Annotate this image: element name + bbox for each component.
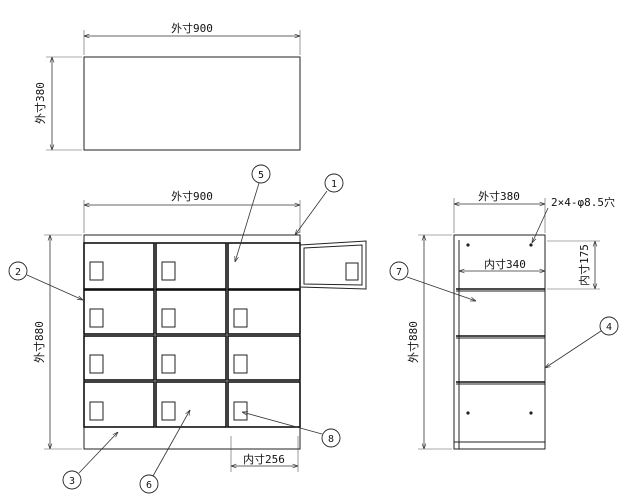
- hole-top-right: [529, 243, 533, 247]
- side-inner-height-label: 内寸175: [577, 244, 591, 286]
- callout-2-label: 2: [15, 267, 21, 278]
- front-width-label: 外寸900: [171, 189, 213, 203]
- door-handles: [89, 261, 248, 421]
- callout-4-leader: [545, 330, 602, 368]
- callout-8-bubble: [321, 428, 341, 448]
- open-door-inner: [303, 244, 363, 286]
- door-r3c2: [155, 335, 227, 381]
- hole-bottom-right: [529, 411, 533, 415]
- callout-4-label: 4: [606, 322, 612, 333]
- top-width-label: 外寸900: [171, 21, 213, 35]
- door-r2c1: [83, 289, 155, 335]
- callout-3-label: 3: [69, 476, 75, 487]
- callout-5-leader: [235, 182, 260, 262]
- callout-5-label: 5: [258, 170, 264, 181]
- callout-7-label: 7: [396, 267, 402, 278]
- door-r4c2: [155, 381, 227, 428]
- handle-r3c1: [89, 354, 104, 374]
- front-base: [83, 426, 301, 450]
- callout-1-label: 1: [331, 179, 337, 190]
- top-view-outline: [83, 56, 301, 151]
- hole-top-left: [466, 243, 470, 247]
- callout-1-bubble: [324, 173, 344, 193]
- callout-1-leader: [295, 190, 328, 235]
- callout-6-bubble: [139, 474, 159, 494]
- callout-6-leader: [152, 410, 190, 477]
- front-top-panel: [83, 234, 301, 244]
- handle-r4c2: [161, 401, 176, 421]
- open-door-handle: [345, 262, 359, 281]
- side-inner-width-label: 内寸340: [484, 257, 526, 271]
- side-height-label: 外寸880: [406, 321, 420, 363]
- handle-r2c1: [89, 308, 104, 328]
- callout-8-label: 8: [328, 434, 334, 445]
- door-grid: [83, 242, 301, 428]
- handle-r4c3: [233, 401, 248, 421]
- door-r3c3: [227, 335, 301, 381]
- top-depth-label: 外寸380: [33, 82, 47, 124]
- callout-2-bubble: [8, 261, 28, 281]
- side-depth-label: 外寸380: [478, 189, 520, 203]
- holes-note: 2×4-φ8.5穴: [551, 195, 615, 209]
- door-r1c2: [155, 242, 227, 290]
- front-view: 外寸900 外寸880 内寸256: [32, 189, 367, 472]
- open-door: [299, 240, 367, 290]
- inner-width-label: 内寸256: [243, 452, 285, 466]
- side-view: 外寸380 外寸880 内寸340 内寸175 2×4-φ8.5穴: [406, 189, 615, 450]
- hole-bottom-left: [466, 411, 470, 415]
- handle-r1c1: [89, 261, 104, 281]
- door-r3c1: [83, 335, 155, 381]
- door-r4c3: [227, 381, 301, 428]
- front-height-label: 外寸880: [32, 321, 46, 363]
- holes-leader: [532, 207, 549, 243]
- callout-4-bubble: [599, 316, 619, 336]
- callout-7-leader: [406, 276, 476, 302]
- top-view: 外寸900 外寸380: [33, 21, 301, 151]
- door-r4c1: [83, 381, 155, 428]
- side-outline: [453, 234, 546, 450]
- door-r2c3: [227, 289, 301, 335]
- handle-r4c1: [89, 401, 104, 421]
- callout-3-leader: [78, 432, 118, 474]
- door-r2c2: [155, 289, 227, 335]
- handle-r2c3: [233, 308, 248, 328]
- callout-6-label: 6: [146, 480, 152, 491]
- callout-2-leader: [26, 274, 83, 300]
- open-door-panel: [299, 240, 367, 290]
- handle-r3c2: [161, 354, 176, 374]
- handle-r1c2: [161, 261, 176, 281]
- handle-r2c2: [161, 308, 176, 328]
- callout-8-leader: [242, 412, 323, 435]
- callout-3-bubble: [62, 470, 82, 490]
- callouts: 1 2 3 4 5 6 7 8: [8, 164, 619, 494]
- callout-5-bubble: [251, 164, 271, 184]
- handle-r3c3: [233, 354, 248, 374]
- door-r1c1: [83, 242, 155, 290]
- callout-7-bubble: [389, 261, 409, 281]
